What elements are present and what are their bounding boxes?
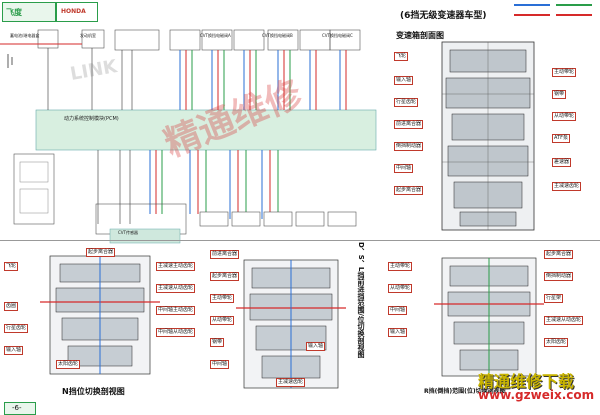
rl-label-1: 倒挡制动器 — [544, 272, 574, 281]
pcm-panel — [35, 109, 377, 151]
cs-label-11: 差速器 — [552, 158, 572, 167]
honda-logo: HONDA — [56, 2, 98, 22]
dl-label-2: 主动带轮 — [210, 294, 235, 303]
dl-label-6: 主减速齿轮 — [276, 378, 306, 387]
rl-label-6: 中间轴 — [388, 306, 408, 315]
page-title: (6挡无级变速器车型) — [400, 11, 487, 21]
watermark-big: 精通维修下载 — [478, 372, 575, 391]
neutral-title: N挡位切换剖视图 — [62, 387, 125, 396]
nl-label-9: 飞轮 — [4, 262, 19, 271]
legend-arrow-green — [556, 4, 592, 6]
cross-section-title: 变速箱剖面图 — [396, 31, 444, 40]
neutral-panel: 起步离合器 主减速主动齿轮 主减速从动齿轮 中间轴主动齿轮 中间轴从动齿轮 行星… — [0, 242, 206, 402]
legend-arrow-red — [514, 14, 550, 16]
wires-green — [161, 50, 291, 219]
dl-label-1: 起步离合器 — [210, 272, 240, 281]
rl-label-4: 主动带轮 — [388, 262, 413, 271]
sol-label-a: CVT换挡电磁阀A — [200, 33, 231, 38]
legend-arrow-red2 — [556, 14, 592, 16]
drive-title-box: D、S、L挡前进挡范围/位切换剖视图 — [356, 242, 370, 400]
cs-label-8: 钢带 — [552, 90, 567, 99]
divider-bottom — [0, 240, 600, 241]
neutral-drawing — [40, 255, 160, 375]
cs-label-7: 主动带轮 — [552, 68, 577, 77]
rl-label-2: 行星架 — [544, 294, 564, 303]
wires-blue — [149, 50, 341, 219]
rl-label-0: 起步离合器 — [544, 250, 574, 259]
page-number-badge: -6- — [4, 402, 36, 415]
honda-logo-text: HONDA — [61, 8, 86, 15]
rl-label-5: 从动带轮 — [388, 284, 413, 293]
cs-label-2: 行星齿轮 — [394, 98, 419, 107]
wires-black — [47, 48, 133, 224]
cs-label-5: 中间轴 — [394, 164, 414, 173]
transmission-drawing — [441, 41, 535, 231]
dl-label-0: 前进离合器 — [210, 250, 240, 259]
cs-label-12: 主减速齿轮 — [552, 182, 582, 191]
nl-label-0: 起步离合器 — [86, 248, 116, 257]
wires-red — [0, 43, 347, 219]
drive-panel: 前进离合器 起步离合器 主动带轮 从动带轮 钢带 中间轴 主减速齿轮 输入轴 D… — [206, 242, 382, 402]
dl-label-3: 从动带轮 — [210, 316, 235, 325]
battery-icon — [7, 54, 13, 68]
sensor-label: CVT传感器 — [118, 230, 138, 235]
rl-label-8: 太阳齿轮 — [544, 338, 569, 347]
pcm-label: 动力系统控制模块(PCM) — [64, 116, 119, 122]
nl-label-8: 齿圈 — [4, 302, 19, 311]
relay-label-1: 蓄电池/继电器盒 — [10, 33, 40, 38]
nl-label-2: 主减速从动齿轮 — [156, 284, 196, 293]
circuit-diagram — [0, 29, 377, 244]
cs-label-10: ATF泵 — [552, 134, 570, 143]
drive-drawing — [236, 259, 346, 389]
legend-arrow-blue — [514, 4, 550, 6]
cs-label-0: 飞轮 — [394, 52, 409, 61]
rl-label-7: 输入轴 — [388, 328, 408, 337]
page-number: -6- — [12, 404, 22, 412]
relay-label-2: 发动机室 — [80, 33, 96, 38]
cs-label-4: 倒挡制动器 — [394, 142, 424, 151]
reverse-title: R挡(倒挡)范围(位)切换剖视图 — [424, 388, 506, 395]
dl-label-5: 中间轴 — [210, 360, 230, 369]
watermark-site: www.gzweix.com — [478, 388, 595, 402]
dl-label-7: 输入轴 — [306, 342, 326, 351]
nl-label-7: 太阳齿轮 — [56, 360, 81, 369]
reverse-drawing — [434, 257, 544, 377]
nl-label-4: 中间轴从动齿轮 — [156, 328, 196, 337]
nl-label-1: 主减速主动齿轮 — [156, 262, 196, 271]
drive-title: D、S、L挡前进挡范围/位切换剖视图 — [357, 242, 365, 358]
cs-label-1: 输入轴 — [394, 76, 414, 85]
cs-label-6: 起步离合器 — [394, 186, 424, 195]
legend — [512, 2, 596, 22]
cs-label-3: 前进离合器 — [394, 120, 424, 129]
reverse-panel: 起步离合器 倒挡制动器 行星架 主减速从动齿轮 主动带轮 从动带轮 中间轴 输入… — [384, 242, 598, 402]
cross-section-panel: 变速箱剖面图 飞轮 输入轴 行星齿轮 前进离合器 倒挡制动器 中间轴 起步离合器… — [380, 28, 598, 238]
brand-cn: 飞度 — [6, 8, 22, 17]
nl-label-3: 中间轴主动齿轮 — [156, 306, 196, 315]
rl-label-3: 主减速从动齿轮 — [544, 316, 584, 325]
solenoid-boxes — [199, 211, 357, 227]
sol-label-b: CVT换挡电磁阀B — [262, 33, 293, 38]
brand-badge: 飞度 — [2, 2, 56, 22]
sol-label-c: CVT换挡电磁阀C — [322, 33, 353, 38]
dl-label-4: 钢带 — [210, 338, 225, 347]
cs-label-9: 从动带轮 — [552, 112, 577, 121]
nl-label-6: 输入轴 — [4, 346, 24, 355]
nl-label-5: 行星齿轮 — [4, 324, 29, 333]
footer-bar: -6- — [0, 402, 600, 415]
header-bar: 飞度 HONDA (6挡无级变速器车型) — [0, 0, 600, 24]
